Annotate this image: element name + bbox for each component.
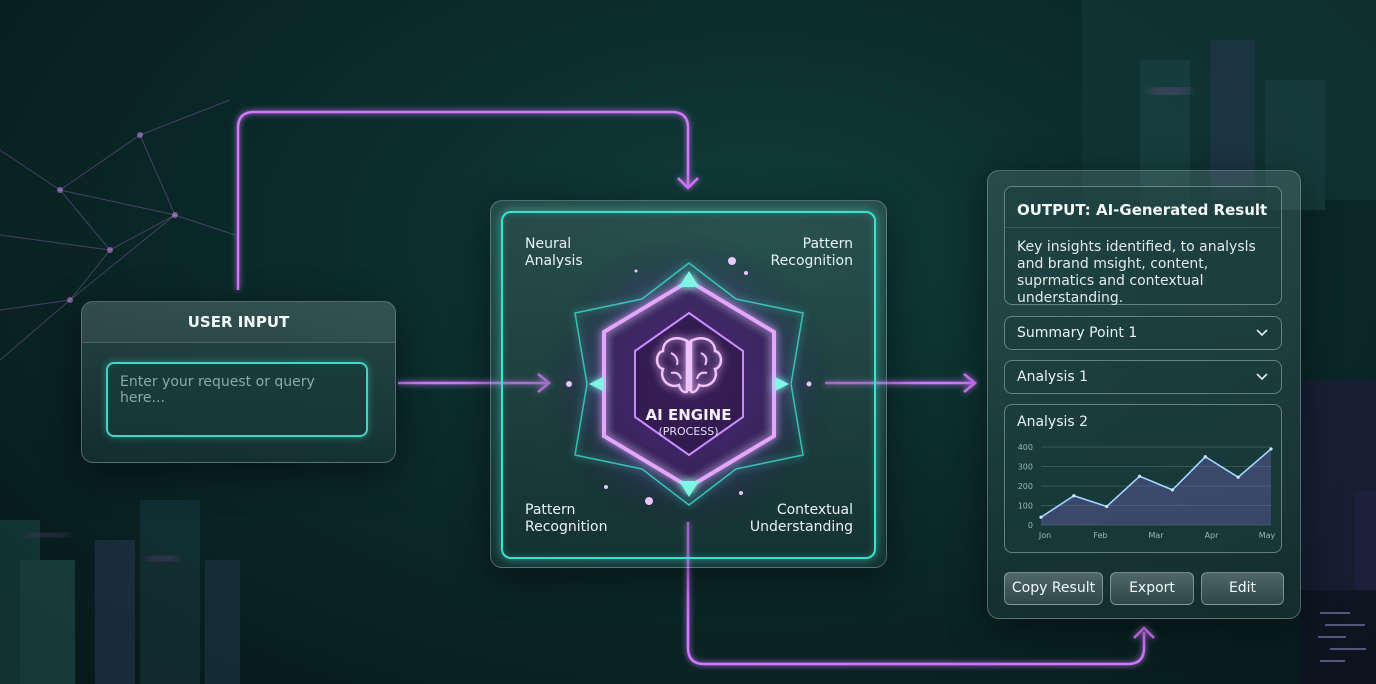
export-button[interactable]: Export [1110, 572, 1194, 605]
ai-engine-core [539, 234, 839, 534]
engine-title: AI ENGINE [645, 406, 732, 424]
dropdown-analysis-1[interactable]: Analysis 1 [1004, 360, 1282, 394]
ai-engine-panel: Neural Analysis Pattern Recognition Patt… [490, 200, 887, 568]
label-pattern-recognition-bottom: Pattern Recognition [525, 502, 608, 535]
edit-button[interactable]: Edit [1201, 572, 1284, 605]
output-description: Key insights identified, to analysls and… [1017, 239, 1256, 306]
x-tick-label: Feb [1093, 531, 1107, 540]
y-tick-label: 400 [1018, 443, 1033, 452]
output-title: OUTPUT: AI-Generated Result [1017, 201, 1268, 219]
dropdown-label: Analysis 1 [1017, 369, 1089, 385]
dropdown-label: Summary Point 1 [1017, 325, 1138, 341]
engine-subtitle: (PROCESS) [658, 425, 719, 438]
data-point [1269, 447, 1273, 451]
x-tick-label: Apr [1205, 531, 1220, 540]
y-tick-label: 0 [1028, 521, 1033, 530]
copy-result-button[interactable]: Copy Result [1004, 572, 1103, 605]
label-neural-analysis: Neural Analysis [525, 236, 583, 269]
output-panel: OUTPUT: AI-Generated Result Key insights… [987, 170, 1301, 619]
network-lines [0, 99, 236, 361]
engine-frame [501, 211, 876, 559]
y-tick-label: 200 [1018, 482, 1033, 491]
label-pattern-recognition-top: Pattern Recognition [770, 236, 853, 269]
chevron-down-icon [1256, 373, 1268, 381]
series-line [1040, 448, 1272, 518]
data-point [1170, 488, 1175, 492]
x-tick-label: May [1259, 531, 1276, 540]
query-input[interactable]: Enter your request or query here... [106, 362, 368, 437]
data-point [1105, 504, 1109, 509]
user-input-title: USER INPUT [82, 302, 395, 343]
chart-title: Analysis 2 [1017, 414, 1089, 430]
data-point [1072, 494, 1076, 498]
dropdown-summary-point[interactable]: Summary Point 1 [1004, 316, 1282, 350]
x-tick-label: Jon [1038, 531, 1051, 540]
x-tick-label: Mar [1148, 531, 1164, 540]
data-point [1039, 515, 1043, 519]
user-input-panel: USER INPUT Enter your request or query h… [81, 301, 396, 463]
y-tick-label: 100 [1018, 502, 1033, 511]
flow-connectors [236, 110, 1155, 666]
data-point [1137, 474, 1142, 478]
data-point [1203, 455, 1207, 459]
output-summary-card: OUTPUT: AI-Generated Result Key insights… [1004, 186, 1282, 306]
y-tick-label: 300 [1018, 463, 1033, 472]
chevron-down-icon [1256, 329, 1268, 337]
label-contextual-understanding: Contextual Understanding [749, 502, 853, 535]
data-point [1236, 475, 1240, 479]
brain-icon [655, 337, 723, 394]
city-skyline-left [0, 500, 240, 684]
city-skyline-right [1082, 0, 1376, 684]
area-fill [1041, 448, 1271, 525]
